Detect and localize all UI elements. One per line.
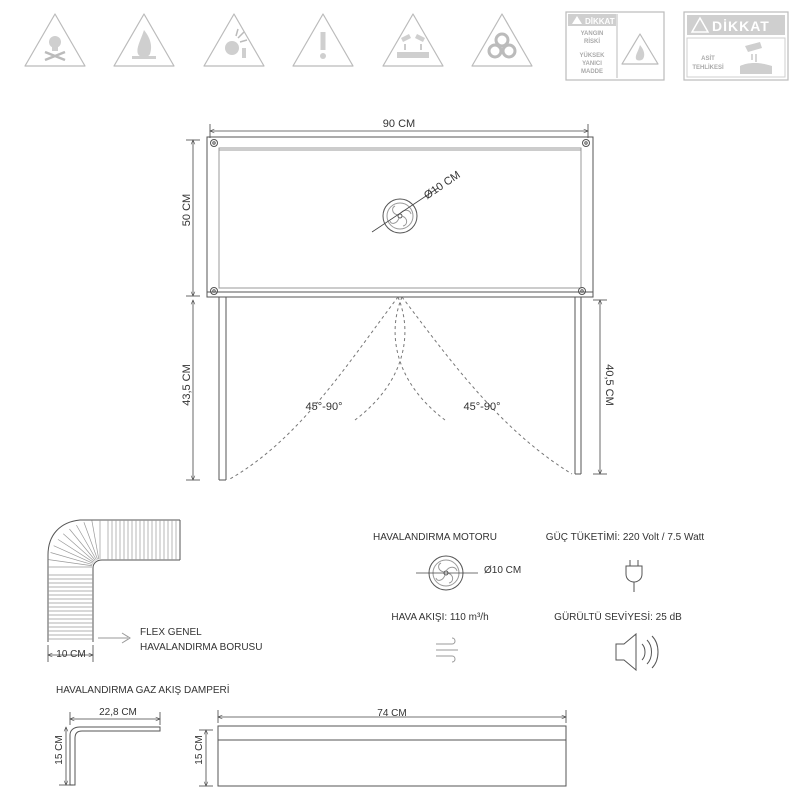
flex-pipe-ribs — [48, 520, 177, 640]
fire-risk-label: DİKKAT YANGIN RİSKİ YÜKSEK YANICI MADDE — [565, 11, 665, 81]
airflow-wind-icon — [436, 637, 458, 663]
toxic-skull-icon — [24, 13, 86, 67]
flex-pipe-rib — [91, 520, 100, 560]
acid-label-line: TEHLİKESİ — [692, 64, 724, 71]
cabinet-width-label: 90 CM — [383, 118, 415, 130]
cabinet-drawing: 90 CM 50 CM Ø10 CM 45°-90° 43,5 CM — [181, 118, 615, 481]
acid-label-header: DİKKAT — [712, 18, 770, 34]
angle-height-label: 15 CM — [54, 735, 65, 764]
flex-pipe-rib — [48, 559, 93, 567]
flex-pipe-drawing: 10 CM FLEX GENEL HAVALANDIRMA BORUSU — [47, 519, 262, 662]
flex-pipe-name-line-1: FLEX GENEL — [140, 627, 202, 638]
flex-pipe-inner-line — [92, 559, 180, 642]
flex-pipe-rib — [53, 545, 94, 564]
damper-drawing: HAVALANDIRMA GAZ AKIŞ DAMPERİ 22,8 CM 15… — [54, 683, 567, 787]
speaker-noise-icon — [615, 632, 659, 672]
acid-danger-label: DİKKAT ASİT TEHLİKESİ — [683, 11, 789, 81]
flex-pipe-rib — [62, 533, 95, 562]
fire-label-header: DİKKAT — [585, 17, 615, 26]
exclamation-warning-icon — [292, 13, 354, 67]
damper-angle-profile — [69, 726, 161, 786]
flame-icon — [621, 33, 659, 65]
explosive-icon — [203, 13, 265, 67]
hood-top-frame — [206, 136, 594, 298]
right-swing-label: 45°-90° — [464, 401, 501, 413]
right-door-height-label: 40,5 CM — [603, 364, 615, 406]
left-swing-label: 45°-90° — [306, 401, 343, 413]
flex-pipe-outer-line — [47, 519, 180, 642]
fire-label-line: MADDE — [581, 69, 603, 75]
flex-pipe-name-line-2: HAVALANDIRMA BORUSU — [140, 642, 262, 653]
hood-fan-icon — [382, 198, 418, 234]
corner-screw-icon — [210, 139, 218, 147]
motor-label: HAVALANDIRMA MOTORU — [373, 532, 497, 543]
flex-pipe-rib — [50, 552, 93, 565]
flex-pipe-rib — [76, 524, 97, 561]
fire-label-line: RİSKİ — [584, 38, 600, 45]
motor-specs: HAVALANDIRMA MOTORU Ø10 CM GÜÇ TÜKETİMİ:… — [373, 530, 705, 672]
warning-triangle-icon — [690, 16, 710, 33]
power-plug-icon — [625, 560, 643, 592]
warning-sign-row: DİKKAT YANGIN RİSKİ YÜKSEK YANICI MADDE … — [24, 11, 789, 81]
power-consumption-label: GÜÇ TÜKETİMİ: 220 Volt / 7.5 Watt — [546, 530, 705, 543]
fire-label-line: YÜKSEK — [579, 52, 605, 59]
fan-diameter-label: Ø10 CM — [422, 169, 463, 202]
airflow-label: HAVA AKIŞI: 110 m³/h — [391, 612, 488, 623]
fan-diameter-leader — [371, 187, 439, 233]
biohazard-icon — [471, 13, 533, 67]
flammable-flame-icon — [113, 13, 175, 67]
acid-hand-icon — [740, 42, 772, 74]
corner-screw-icon — [582, 139, 590, 147]
corner-screw-icon — [210, 287, 218, 295]
damper-title: HAVALANDIRMA GAZ AKIŞ DAMPERİ — [56, 683, 230, 696]
flex-pipe-rib — [83, 522, 98, 560]
corrosive-icon — [382, 13, 444, 67]
acid-label-line: ASİT — [701, 55, 715, 62]
corner-screw-icon — [578, 287, 586, 295]
bar-height-label: 15 CM — [194, 735, 205, 764]
left-door-height-label: 43,5 CM — [181, 364, 193, 406]
top-height-label: 50 CM — [181, 194, 193, 226]
right-door-swing-arc — [401, 296, 573, 475]
flex-pipe-diameter-label: 10 CM — [56, 649, 85, 660]
hood-top-panel — [218, 147, 582, 289]
flex-pipe-rib — [57, 539, 94, 563]
damper-bar — [217, 725, 567, 787]
fire-label-line: YANICI — [582, 61, 602, 67]
motor-diameter-label: Ø10 CM — [484, 565, 521, 576]
flex-pipe-rib — [69, 528, 96, 561]
fire-label-line: YANGIN — [581, 31, 604, 37]
bar-width-label: 74 CM — [377, 708, 406, 719]
angle-width-label: 22,8 CM — [99, 707, 137, 718]
left-door-swing-arc — [227, 296, 399, 481]
warning-triangle-icon — [572, 16, 582, 24]
noise-level-label: GÜRÜLTÜ SEVİYESİ: 25 dB — [554, 610, 682, 623]
